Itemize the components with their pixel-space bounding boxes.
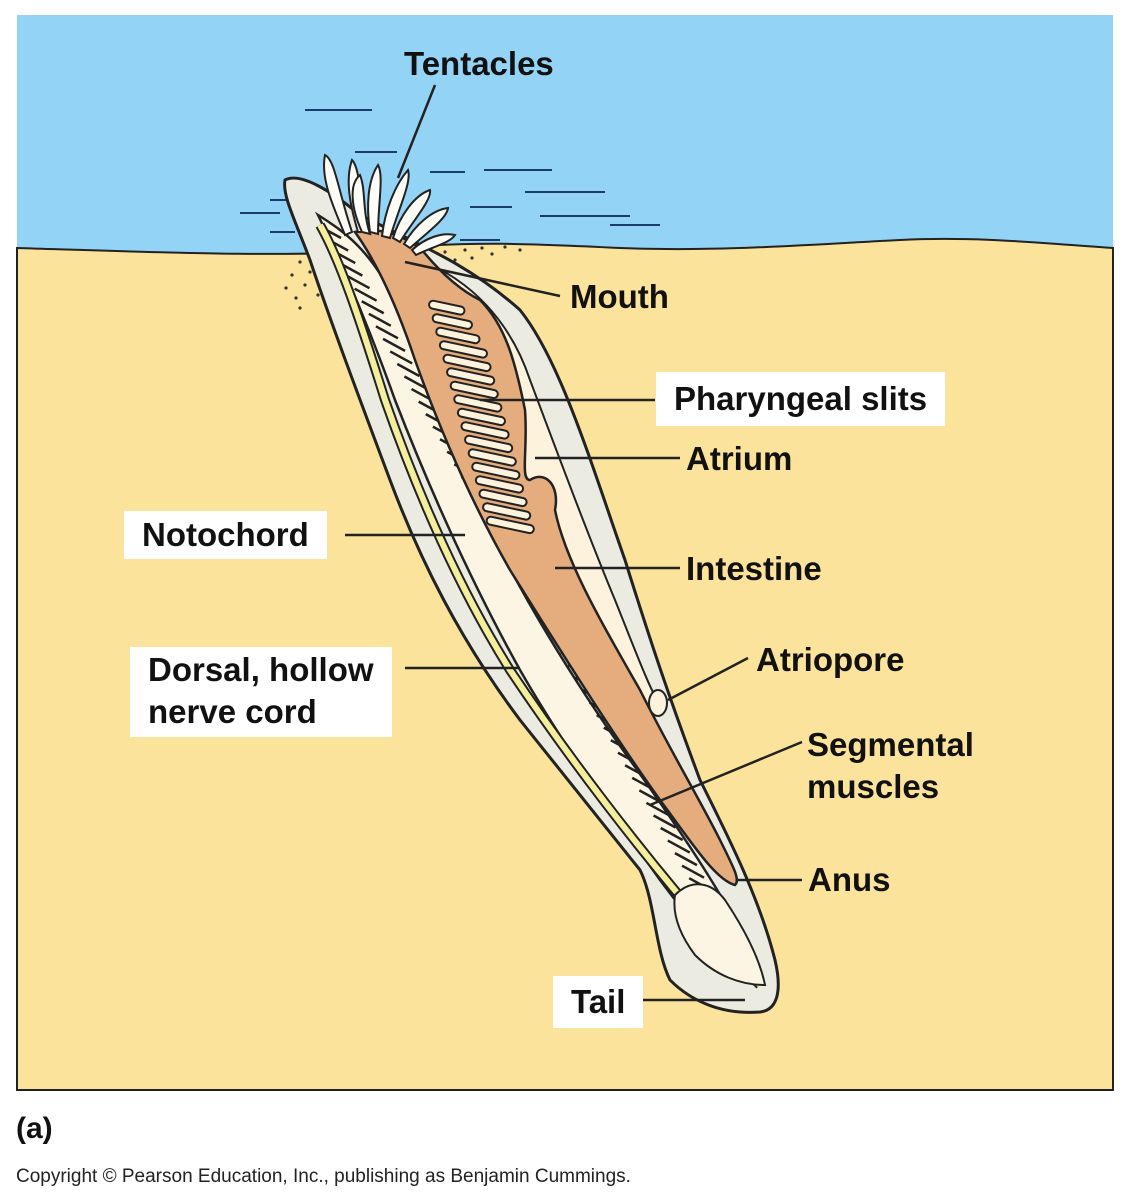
leader-segmental-muscles — [649, 740, 803, 807]
pharyngeal-slit — [456, 407, 507, 427]
pharyngeal-slit — [478, 488, 528, 508]
muscle-hatch-line — [674, 852, 698, 867]
label-tentacles: Tentacles — [404, 45, 554, 82]
label-intestine: Intestine — [686, 550, 822, 587]
pharyngeal-slit — [453, 394, 503, 413]
muscle-hatch-line — [375, 325, 399, 340]
label-tail: Tail — [553, 976, 644, 1028]
muscle-hatch-line — [353, 287, 378, 302]
pharyngeal-slit — [482, 502, 532, 521]
pharyngeal-slit — [446, 367, 496, 386]
muscle-hatch-line — [396, 362, 420, 378]
muscle-hatch-line — [652, 814, 677, 829]
pharyngeal-slit — [449, 380, 499, 400]
label-dorsal-hollow-nerve-cord: Dorsal, hollow nerve cord — [130, 647, 392, 737]
panel-letter: (a) — [16, 1112, 53, 1145]
muscle-hatch-line — [382, 337, 406, 352]
pharyngeal-slit — [442, 353, 492, 373]
muscle-hatch-line — [389, 350, 413, 365]
copyright-notice: Copyright © Pearson Education, Inc., pub… — [16, 1166, 631, 1187]
atriopore-opening — [648, 689, 668, 717]
lancelet-diagram — [16, 15, 1114, 1091]
pharyngeal-slit — [438, 340, 489, 359]
pharyngeal-slit — [464, 434, 514, 454]
pharyngeal-slits — [428, 299, 535, 535]
pharyngeal-slit — [435, 326, 481, 345]
muscle-hatch-line — [638, 789, 662, 804]
pharyngeal-slit — [460, 421, 510, 440]
label-segmental-muscles: Segmental muscles — [807, 726, 974, 805]
leader-tentacles — [396, 84, 437, 179]
label-atrium: Atrium — [686, 440, 793, 477]
sand-speckles — [284, 245, 522, 310]
label-pharyngeal-slits: Pharyngeal slits — [656, 372, 946, 426]
muscle-hatch-line — [667, 839, 691, 854]
water-region — [17, 15, 1113, 255]
tail-fin — [673, 883, 767, 987]
pharyngeal-slit — [471, 461, 521, 481]
gut — [352, 228, 739, 887]
pharyngeal-slit — [474, 475, 525, 494]
leader-atriopore — [667, 656, 749, 702]
pharyngeal-slit — [428, 299, 466, 316]
muscle-hatch-line — [346, 275, 371, 290]
pharyngeal-slit — [467, 448, 517, 467]
water-ripples — [240, 109, 660, 241]
label-notochord: Notochord — [124, 511, 327, 559]
tentacles-group — [323, 153, 457, 257]
muscle-hatch-line — [403, 375, 428, 390]
muscle-hatch-line — [681, 864, 705, 879]
pharyngeal-slit — [485, 515, 535, 535]
label-mouth: Mouth — [570, 278, 669, 315]
leader-mouth — [404, 260, 561, 298]
pharyngeal-slit — [431, 313, 473, 330]
label-anus: Anus — [808, 861, 891, 898]
muscle-hatch-line — [368, 312, 392, 327]
label-atriopore: Atriopore — [756, 641, 905, 678]
leader-lines — [345, 84, 803, 1002]
muscle-hatch-line — [660, 826, 684, 842]
muscle-hatch-line — [361, 300, 385, 315]
